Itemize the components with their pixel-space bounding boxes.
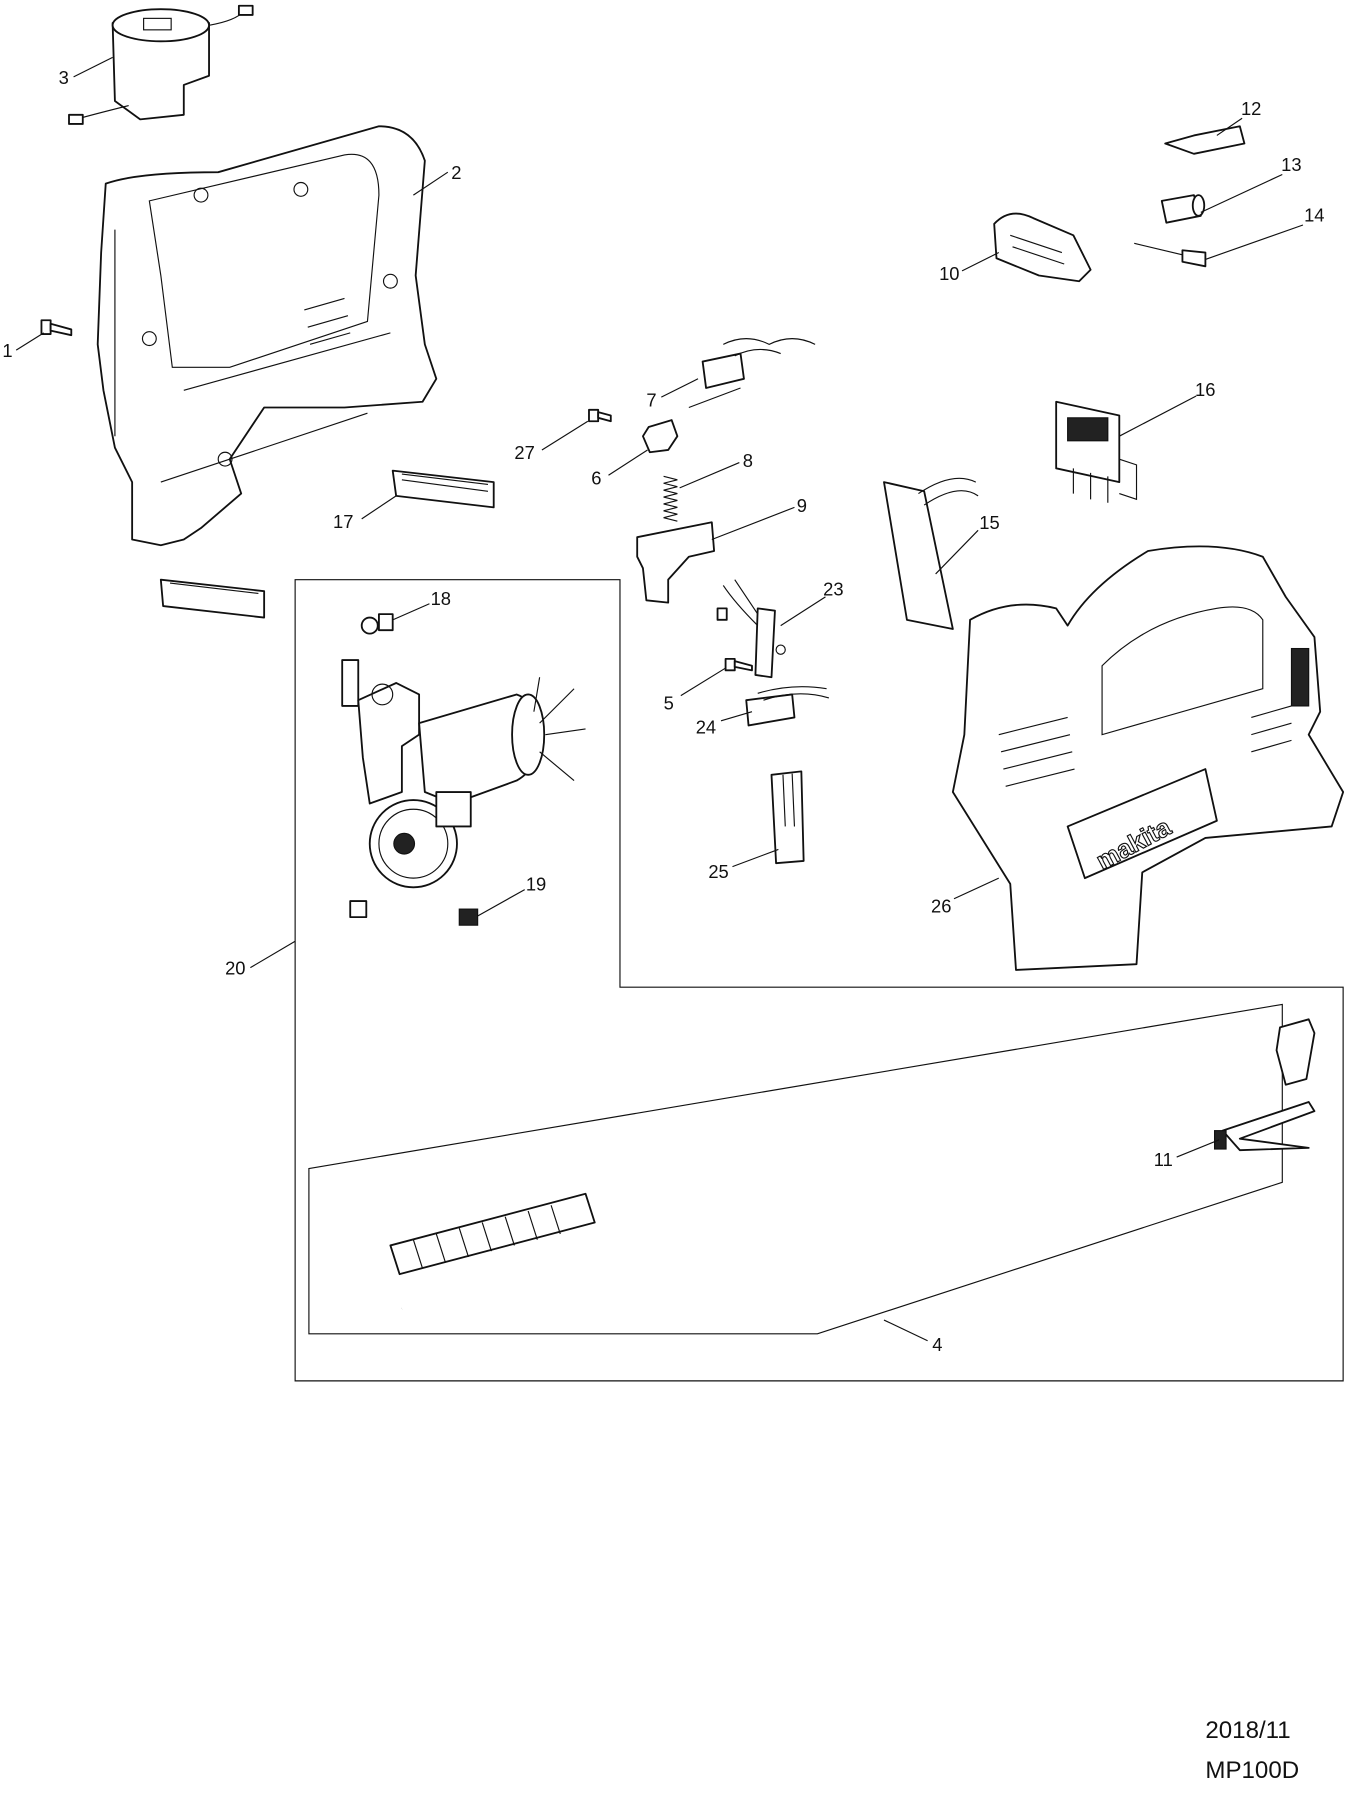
part-24-switch [745,686,830,727]
callout-7: 7 [646,389,656,410]
footer-date: 2018/11 [1205,1717,1290,1744]
part-26-housing-half: makita [951,545,1345,971]
callout-14: 14 [1304,205,1324,226]
part-5-screw-a [716,607,728,621]
part-7-micro-switch [688,338,816,409]
callout-4: 4 [932,1334,942,1355]
part-1-screw [40,319,73,337]
part-17-vent-cover [391,469,495,509]
callout-23: 23 [823,579,843,600]
callout-26: 26 [931,896,951,917]
callout-15: 15 [979,512,999,533]
callout-8: 8 [743,450,753,471]
callout-16: 16 [1195,379,1215,400]
part-19-bushing-a [349,900,368,919]
callout-20: 20 [225,958,245,979]
part-27-screw [588,408,612,423]
footer-model: MP100D [1205,1757,1299,1784]
part-9-trigger [636,521,716,604]
part-3-pressure-gauge [68,4,254,125]
callout-1: 1 [2,340,12,361]
part-14-needle [1134,242,1207,268]
part-25-terminal [770,770,805,865]
callout-10: 10 [939,263,959,284]
part-10-holder [993,212,1092,283]
callout-2: 2 [451,162,461,183]
hose-4-outline [308,1003,1283,1335]
part-8-spring [663,475,678,522]
leader-lines [15,56,1304,1342]
part-15-label-plate [883,477,979,630]
callout-9: 9 [797,495,807,516]
part-18-fitting [360,613,394,635]
part-17b-vent-cover [159,578,266,619]
assembly-20-outline [294,579,1344,1382]
callout-5: 5 [664,692,674,713]
part-16-circuit-board [1055,400,1138,503]
callout-24: 24 [696,716,716,737]
part-20-pump-motor-assembly [341,659,586,889]
callout-12: 12 [1241,98,1261,119]
callout-25: 25 [708,861,728,882]
callout-17: 17 [333,511,353,532]
part-12-nozzle [1164,125,1246,155]
callout-3: 3 [59,67,69,88]
part-4-grease-hose [322,1018,1316,1324]
part-5-screw-b [724,657,753,672]
callout-13: 13 [1281,154,1301,175]
callout-6: 6 [591,467,601,488]
callout-11: 11 [1154,1149,1173,1170]
part-2-housing-half [96,125,438,547]
part-6-lever [642,419,679,454]
callout-19: 19 [526,874,546,895]
part-19-bushing-b [458,908,479,926]
part-11-grease-coupler [1213,1101,1316,1152]
part-23-switch-plate [722,579,786,679]
part-13-coupler [1160,194,1206,224]
callout-27: 27 [514,442,534,463]
callout-18: 18 [431,588,451,609]
